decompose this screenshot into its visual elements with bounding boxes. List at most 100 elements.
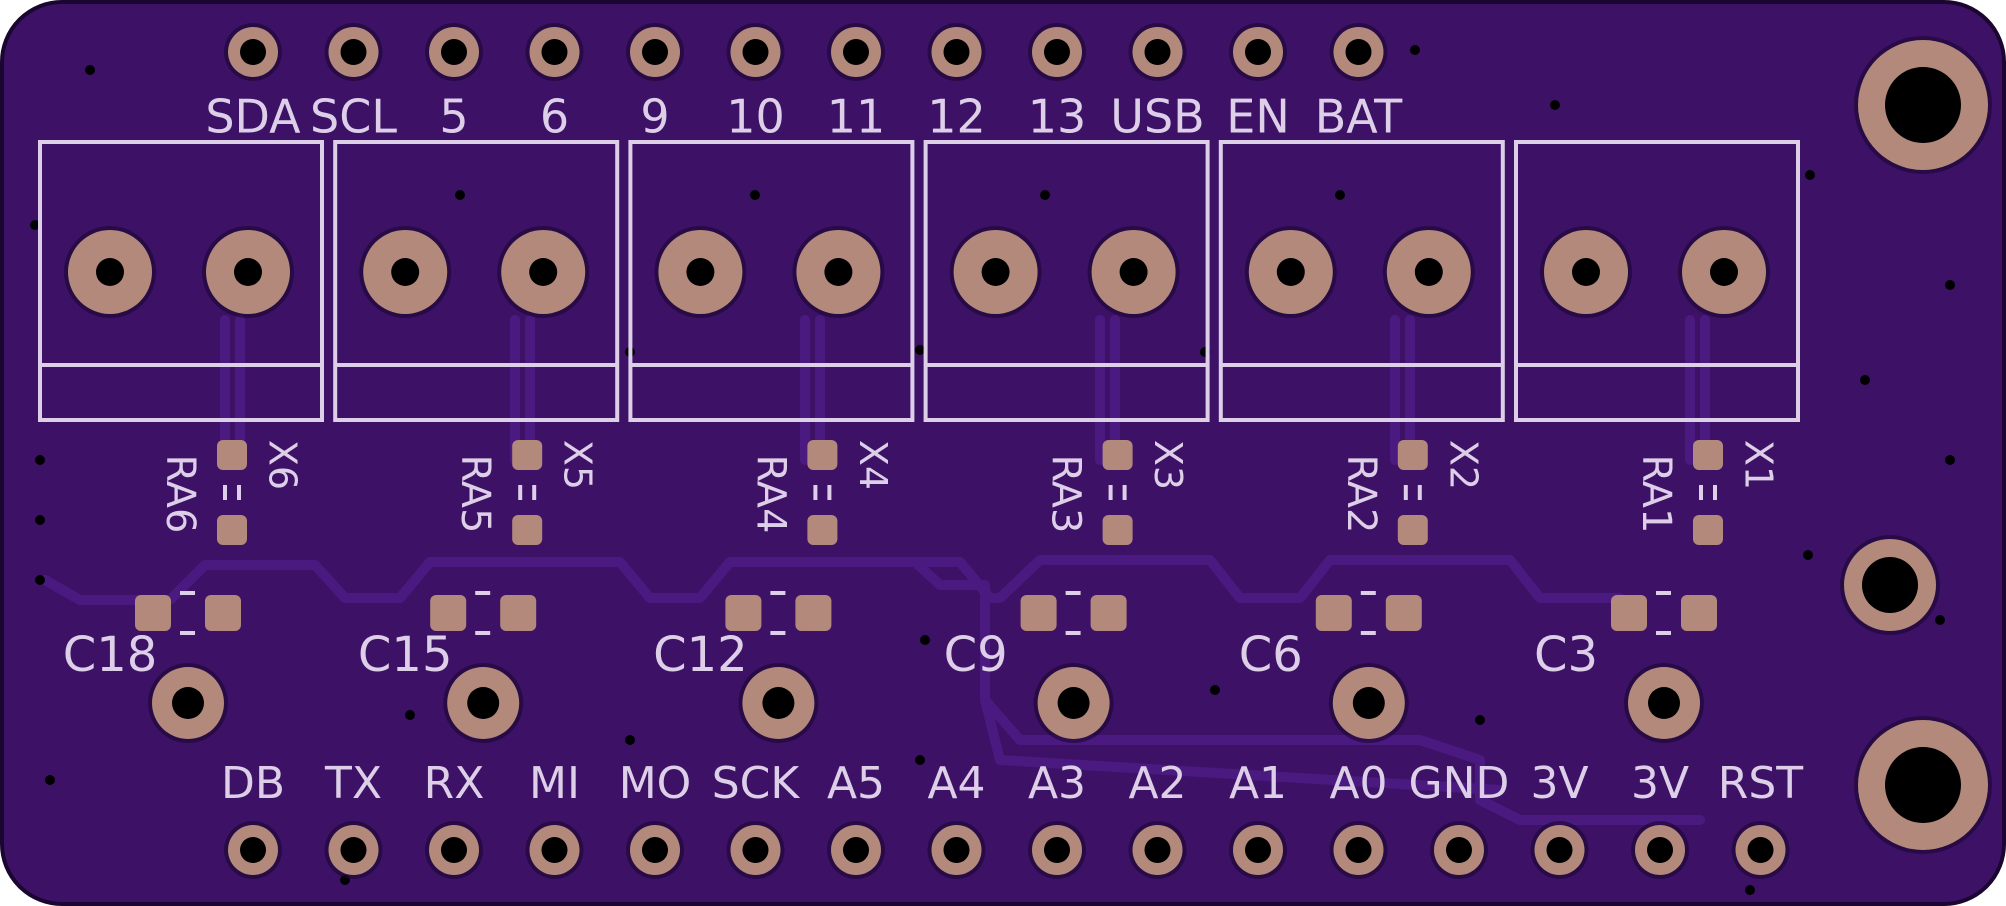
terminal-pad — [949, 226, 1042, 318]
capacitor-pad — [795, 595, 832, 631]
via-28 — [1745, 885, 1755, 895]
capacitor-pad — [1385, 595, 1422, 631]
bottom-header-label: MO — [619, 758, 692, 809]
bottom-header-label: 3V — [1631, 758, 1689, 809]
bottom-header-label: A0 — [1329, 758, 1387, 809]
terminal-block-label: X2 — [1441, 440, 1485, 490]
capacitor-label: C15 — [358, 627, 453, 683]
via-15 — [35, 455, 45, 465]
resistor-pad — [807, 515, 838, 545]
bottom-header-label: DB — [221, 758, 285, 809]
top-header-label: 13 — [1028, 90, 1087, 144]
capacitor-label: C9 — [944, 627, 1008, 683]
via-13 — [1860, 375, 1870, 385]
terminal-block-label: X3 — [1146, 440, 1190, 490]
trace-0 — [40, 557, 1705, 825]
capacitor-label: C6 — [1239, 627, 1303, 683]
top-header-pin — [726, 23, 785, 81]
bottom-header-label: A5 — [827, 758, 885, 809]
bottom-header-pin — [1731, 821, 1790, 879]
capacitor-pad — [725, 595, 762, 631]
top-header-pin — [626, 23, 684, 81]
resistor-label: RA1 — [1633, 455, 1679, 534]
capacitor-pad — [205, 595, 241, 631]
trace-1 — [910, 555, 1625, 603]
top-header-label: 10 — [726, 90, 785, 144]
terminal-pad — [792, 226, 885, 318]
copper-traces — [40, 315, 1710, 825]
bottom-header-label: TX — [324, 758, 382, 809]
top-header-label: SCL — [310, 90, 397, 144]
mounting-hole — [1840, 535, 1940, 635]
terminal-pad — [359, 226, 452, 318]
terminal-block-outline — [923, 140, 1210, 422]
via-1 — [1410, 45, 1420, 55]
top-header-label: BAT — [1315, 90, 1403, 144]
bottom-header-pin — [324, 821, 383, 879]
terminal-pad — [1540, 226, 1632, 318]
resistor-pad — [512, 440, 543, 470]
capacitor-thru-pad — [443, 663, 524, 743]
top-header-label: EN — [1226, 90, 1289, 144]
bottom-header-pin — [1028, 821, 1086, 879]
bottom-header-pin — [1430, 821, 1488, 879]
via-7 — [1335, 190, 1345, 200]
bottom-header-label: A3 — [1028, 758, 1086, 809]
resistor-pad — [217, 515, 247, 545]
bottom-header-label: RX — [424, 758, 485, 809]
top-header-label: 11 — [827, 90, 886, 144]
capacitor-pad — [135, 595, 171, 631]
terminal-block-outline — [628, 140, 915, 422]
top-header-label: 5 — [439, 90, 468, 144]
silkscreen-outlines — [38, 140, 1800, 635]
terminal-pad — [497, 226, 590, 318]
terminal-block-outline — [1514, 140, 1800, 422]
via-2 — [1550, 100, 1560, 110]
bottom-header-pin — [1329, 821, 1388, 879]
bottom-header-pin — [1229, 821, 1287, 879]
bottom-header-pin — [224, 821, 282, 879]
bottom-header-label: SCK — [712, 758, 801, 809]
via-3 — [30, 220, 40, 230]
terminal-pad — [202, 226, 294, 318]
via-23 — [1475, 715, 1485, 725]
resistor-label: RA2 — [1338, 455, 1384, 534]
via-dots — [30, 45, 1955, 895]
terminal-pad — [64, 226, 156, 318]
via-21 — [625, 735, 635, 745]
resistor-label: RA4 — [747, 455, 793, 534]
terminal-pad — [1087, 226, 1180, 318]
via-19 — [1935, 615, 1945, 625]
top-header-label: 12 — [927, 90, 986, 144]
top-header-label: SDA — [205, 90, 301, 144]
top-header-pin — [1329, 23, 1388, 81]
bottom-header-pin — [425, 821, 483, 879]
bottom-header-label: A4 — [927, 758, 985, 809]
via-4 — [455, 190, 465, 200]
terminal-block-outline — [1218, 140, 1505, 422]
bottom-header-label: GND — [1409, 758, 1510, 809]
terminal-block-outline — [38, 140, 324, 422]
mounting-hole — [1854, 716, 1992, 854]
bottom-header-label: A2 — [1128, 758, 1186, 809]
top-header-label: 9 — [640, 90, 669, 144]
via-22 — [920, 635, 930, 645]
resistor-label: RA6 — [157, 455, 203, 534]
bottom-header-pin — [626, 821, 684, 879]
via-27 — [405, 710, 415, 720]
via-25 — [915, 755, 925, 765]
capacitor-pad — [1020, 595, 1057, 631]
capacitor-label: C3 — [1534, 627, 1598, 683]
capacitor-pad — [1681, 595, 1717, 631]
top-header-pin — [1028, 23, 1086, 81]
capacitor-pad — [1611, 595, 1647, 631]
bottom-header-label: A1 — [1229, 758, 1287, 809]
terminal-block-outline — [333, 140, 620, 422]
resistor-pad — [1102, 515, 1133, 545]
bottom-header-pin — [1128, 821, 1187, 879]
terminal-block-label: X5 — [556, 440, 600, 490]
bottom-header-label: MI — [529, 758, 580, 809]
top-header-pin — [1229, 23, 1287, 81]
